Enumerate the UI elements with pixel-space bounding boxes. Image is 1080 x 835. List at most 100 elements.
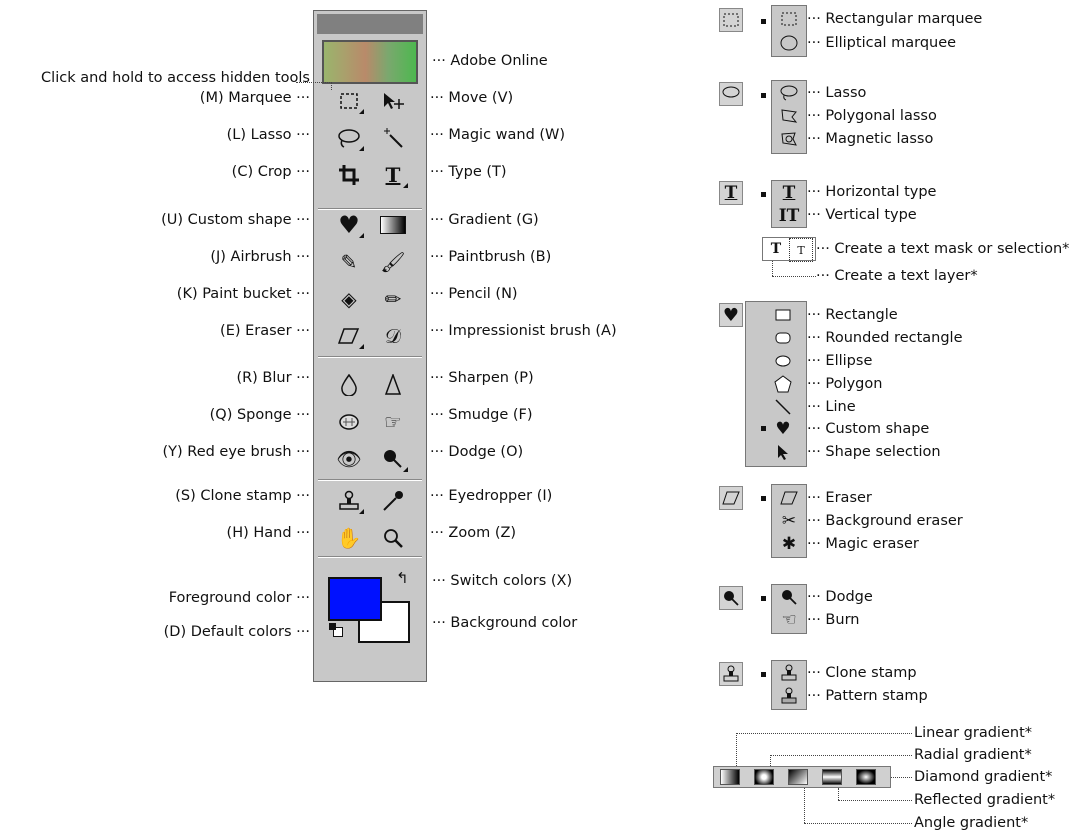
background-eraser-icon[interactable]: ✂ <box>781 510 797 531</box>
type-mask-option-label: ··· Create a text mask or selection* <box>816 241 1070 257</box>
rectangle-icon[interactable] <box>772 304 794 326</box>
foreground-color-swatch[interactable] <box>328 577 382 621</box>
impressionist-brush-icon[interactable]: 𝒟 <box>385 324 401 348</box>
leader-line <box>891 777 912 778</box>
default-colors-label: (D) Default colors ··· <box>163 624 310 640</box>
leader-line <box>804 788 805 823</box>
lasso-group-button[interactable] <box>719 82 743 106</box>
background-color-label: ··· Background color <box>432 615 578 631</box>
type-option-label: ··· Vertical type <box>807 207 917 223</box>
marquee-group-button[interactable] <box>719 8 743 32</box>
custom-shape-icon[interactable]: ♥ <box>775 418 791 439</box>
toolbox-palette: T ♥ ✎ 🖌 ◈ ✏ 𝒟 ☞ 👁 ✋ ↰ <box>313 10 427 682</box>
pattern-stamp-icon[interactable] <box>778 685 800 707</box>
lasso-icon[interactable] <box>778 82 800 104</box>
burn-icon[interactable]: ☜ <box>781 609 797 630</box>
text-layer-icon[interactable]: T <box>770 241 782 257</box>
smudge-icon[interactable]: ☞ <box>384 410 402 434</box>
tool-label-magic-wand: ··· Magic wand (W) <box>430 127 566 143</box>
type-mask-option-label: ··· Create a text layer* <box>816 268 978 284</box>
tool-label-sharpen: ··· Sharpen (P) <box>430 370 534 386</box>
clone-stamp-icon[interactable] <box>334 487 364 515</box>
eraser-option-label: ··· Magic eraser <box>807 536 919 552</box>
rectangular-marquee-icon[interactable] <box>778 8 800 30</box>
radial-gradient-icon[interactable] <box>754 769 774 785</box>
magic-eraser-icon[interactable]: ✱ <box>781 533 797 554</box>
marquee-icon[interactable] <box>334 87 364 115</box>
adobe-online-button[interactable] <box>322 40 418 84</box>
polygon-icon[interactable] <box>772 373 794 395</box>
dodge-icon[interactable] <box>378 445 408 473</box>
eraser-group-button[interactable] <box>719 486 743 510</box>
eraser-option-label: ··· Eraser <box>807 490 872 506</box>
tool-label-smudge: ··· Smudge (F) <box>430 407 533 423</box>
shape-selection-icon[interactable] <box>772 441 794 463</box>
active-bullet <box>761 426 766 431</box>
vertical-type-icon[interactable]: IT <box>778 205 800 226</box>
line-icon[interactable] <box>772 396 794 418</box>
leader-line <box>770 755 771 766</box>
ellipse-icon[interactable] <box>772 350 794 372</box>
reflected-gradient-icon[interactable] <box>822 769 842 785</box>
eraser-icon[interactable] <box>334 322 364 350</box>
active-bullet <box>761 93 766 98</box>
shape-group-button[interactable]: ♥ <box>719 303 743 327</box>
move-icon[interactable] <box>378 87 408 115</box>
tool-label-marquee: (M) Marquee ··· <box>199 90 310 106</box>
magnetic-lasso-icon[interactable] <box>778 128 800 150</box>
palette-title-bar[interactable] <box>317 14 423 34</box>
custom-shape-icon[interactable]: ♥ <box>334 211 364 239</box>
lasso-icon[interactable] <box>334 124 364 152</box>
type-icon[interactable]: T <box>378 161 408 189</box>
stamp-group-button[interactable] <box>719 662 743 686</box>
rounded-rectangle-icon[interactable] <box>772 327 794 349</box>
lasso-option-label: ··· Magnetic lasso <box>807 131 934 147</box>
horizontal-type-icon[interactable]: T <box>782 182 796 203</box>
blur-icon[interactable] <box>334 371 364 399</box>
dodge-group-button[interactable] <box>719 586 743 610</box>
pencil-icon[interactable]: ✏ <box>384 287 402 311</box>
switch-colors-label: ··· Switch colors (X) <box>432 573 573 589</box>
tool-label-clone-stamp: (S) Clone stamp ··· <box>175 488 310 504</box>
gradient-options-bar <box>713 766 891 788</box>
diamond-gradient-icon[interactable] <box>856 769 876 785</box>
paint-bucket-icon[interactable]: ◈ <box>341 287 357 311</box>
type-flyout <box>771 180 807 228</box>
paintbrush-icon[interactable]: 🖌 <box>380 250 406 274</box>
polygonal-lasso-icon[interactable] <box>778 105 800 127</box>
hand-icon[interactable]: ✋ <box>336 526 362 550</box>
leader-line <box>838 800 912 801</box>
lasso-option-label: ··· Polygonal lasso <box>807 108 937 124</box>
magic-wand-icon[interactable] <box>378 124 408 152</box>
eraser-option-label: ··· Background eraser <box>807 513 963 529</box>
gradient-option-label: Reflected gradient* <box>914 792 1056 808</box>
leader-line <box>331 82 332 90</box>
gradient-option-label: Angle gradient* <box>914 815 1029 831</box>
sharpen-icon[interactable] <box>378 371 408 399</box>
angle-gradient-icon[interactable] <box>788 769 808 785</box>
type-group-button[interactable]: T <box>719 181 743 205</box>
linear-gradient-icon[interactable] <box>720 769 740 785</box>
zoom-icon[interactable] <box>378 524 408 552</box>
sponge-icon[interactable] <box>334 408 364 436</box>
airbrush-icon[interactable]: ✎ <box>340 250 358 274</box>
background-color-swatch[interactable] <box>358 601 410 643</box>
hidden-tools-note: Click and hold to access hidden tools <box>41 70 310 86</box>
divider <box>318 208 422 210</box>
eraser-icon[interactable] <box>778 487 800 509</box>
clone-stamp-icon[interactable] <box>778 662 800 684</box>
text-mask-icon[interactable]: T <box>789 238 813 262</box>
switch-colors-icon[interactable]: ↰ <box>396 569 409 587</box>
eyedropper-icon[interactable] <box>378 487 408 515</box>
elliptical-marquee-icon[interactable] <box>778 32 800 54</box>
default-colors-icon[interactable] <box>329 623 343 637</box>
shape-option-label: ··· Ellipse <box>807 353 873 369</box>
gradient-icon[interactable] <box>378 211 408 239</box>
tool-label-pencil: ··· Pencil (N) <box>430 286 518 302</box>
dodge-icon[interactable] <box>778 586 800 608</box>
gradient-option-label: Radial gradient* <box>914 747 1032 763</box>
active-bullet <box>761 596 766 601</box>
red-eye-brush-icon[interactable]: 👁 <box>336 447 362 471</box>
leader-line <box>736 733 737 766</box>
crop-icon[interactable] <box>334 161 364 189</box>
